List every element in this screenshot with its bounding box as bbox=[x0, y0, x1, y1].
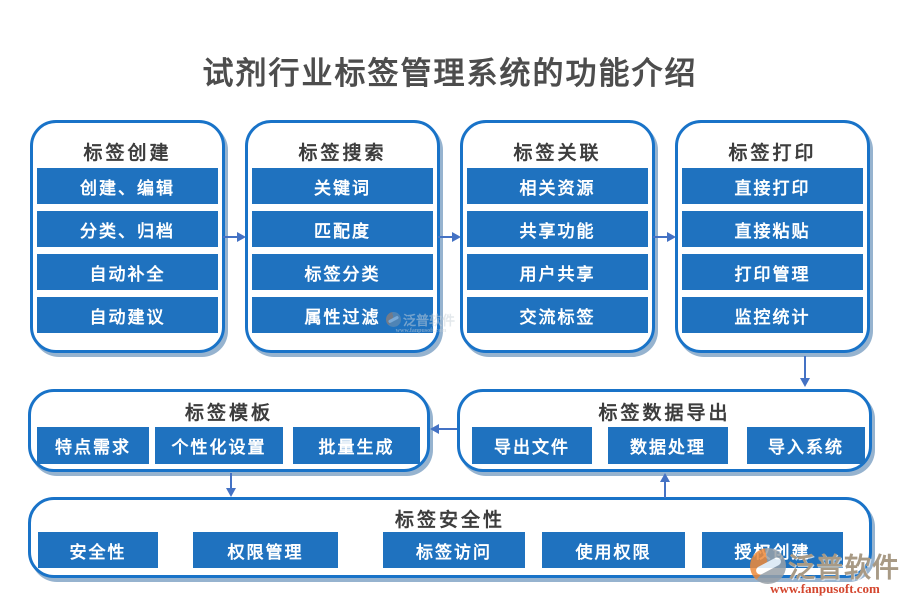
panel-header: 标签搜索 bbox=[298, 143, 387, 164]
feature-bar: 监控统计 bbox=[682, 297, 863, 333]
fanpu-logo-icon bbox=[750, 547, 786, 584]
feature-bar: 直接粘贴 bbox=[682, 211, 863, 247]
feature-bar: 安全性 bbox=[38, 532, 158, 568]
feature-bar: 导入系统 bbox=[747, 427, 865, 464]
feature-bar: 自动补全 bbox=[37, 254, 218, 290]
arrow-right-creation-to-search-icon bbox=[223, 232, 246, 242]
arrow-down-template-to-security-icon bbox=[226, 473, 236, 497]
panel-label-data-export: 标签数据导出 导出文件 数据处理 导入系统 bbox=[457, 389, 872, 472]
feature-bar: 共享功能 bbox=[467, 211, 648, 247]
feature-bar: 相关资源 bbox=[467, 168, 648, 204]
feature-bar: 用户共享 bbox=[467, 254, 648, 290]
feature-bar: 关键词 bbox=[252, 168, 433, 204]
panel-header: 标签数据导出 bbox=[598, 403, 731, 424]
arrow-right-association-to-printing-icon bbox=[653, 232, 676, 242]
watermark-brand: 泛普软件 bbox=[403, 313, 456, 328]
arrow-up-security-to-export-icon bbox=[660, 473, 670, 498]
panel-header: 标签创建 bbox=[83, 143, 172, 164]
panel-label-association: 标签关联 相关资源 共享功能 用户共享 交流标签 bbox=[460, 120, 655, 353]
feature-bar: 交流标签 bbox=[467, 297, 648, 333]
feature-bar: 数据处理 bbox=[608, 427, 728, 464]
feature-bar: 创建、编辑 bbox=[37, 168, 218, 204]
feature-bar: 直接打印 bbox=[682, 168, 863, 204]
feature-bar: 匹配度 bbox=[252, 211, 433, 247]
fanpu-watermark: 泛普软件 www.fanpusoft.com bbox=[750, 546, 900, 597]
panel-header: 标签关联 bbox=[513, 143, 602, 164]
watermark-url: www.fanpusoft.com bbox=[395, 328, 447, 334]
panel-header: 标签打印 bbox=[728, 143, 817, 164]
panel-label-search: 标签搜索 关键词 匹配度 标签分类 属性过滤 bbox=[245, 120, 440, 353]
fanpu-logo-icon bbox=[386, 312, 401, 327]
feature-bar: 个性化设置 bbox=[155, 427, 283, 464]
panel-header: 标签安全性 bbox=[394, 510, 505, 531]
panel-header: 标签模板 bbox=[184, 403, 273, 424]
panel-label-printing: 标签打印 直接打印 直接粘贴 打印管理 监控统计 bbox=[675, 120, 870, 353]
feature-bar: 使用权限 bbox=[542, 532, 685, 568]
watermark-brand: 泛普软件 bbox=[788, 553, 900, 583]
arrow-down-printing-to-export-icon bbox=[800, 356, 810, 387]
feature-bar: 属性过滤 bbox=[252, 297, 433, 333]
feature-bar: 特点需求 bbox=[37, 427, 149, 464]
fanpu-watermark-faint: 泛普软件 www.fanpusoft.com bbox=[386, 310, 456, 334]
feature-bar: 打印管理 bbox=[682, 254, 863, 290]
feature-bar: 标签分类 bbox=[252, 254, 433, 290]
feature-bar: 批量生成 bbox=[293, 427, 420, 464]
arrow-left-export-to-template-icon bbox=[430, 424, 457, 434]
feature-bar: 权限管理 bbox=[193, 532, 338, 568]
feature-bar: 导出文件 bbox=[472, 427, 592, 464]
feature-bar: 分类、归档 bbox=[37, 211, 218, 247]
panel-label-template: 标签模板 特点需求 个性化设置 批量生成 bbox=[28, 389, 430, 472]
page-title: 试剂行业标签管理系统的功能介绍 bbox=[202, 56, 698, 91]
feature-bar: 自动建议 bbox=[37, 297, 218, 333]
watermark-url: www.fanpusoft.com bbox=[770, 581, 880, 596]
feature-bar: 标签访问 bbox=[383, 532, 525, 568]
panel-label-security: 标签安全性 安全性 权限管理 标签访问 使用权限 授权创建 bbox=[28, 497, 872, 578]
arrow-right-search-to-association-icon bbox=[438, 232, 461, 242]
panel-label-creation: 标签创建 创建、编辑 分类、归档 自动补全 自动建议 bbox=[30, 120, 225, 353]
